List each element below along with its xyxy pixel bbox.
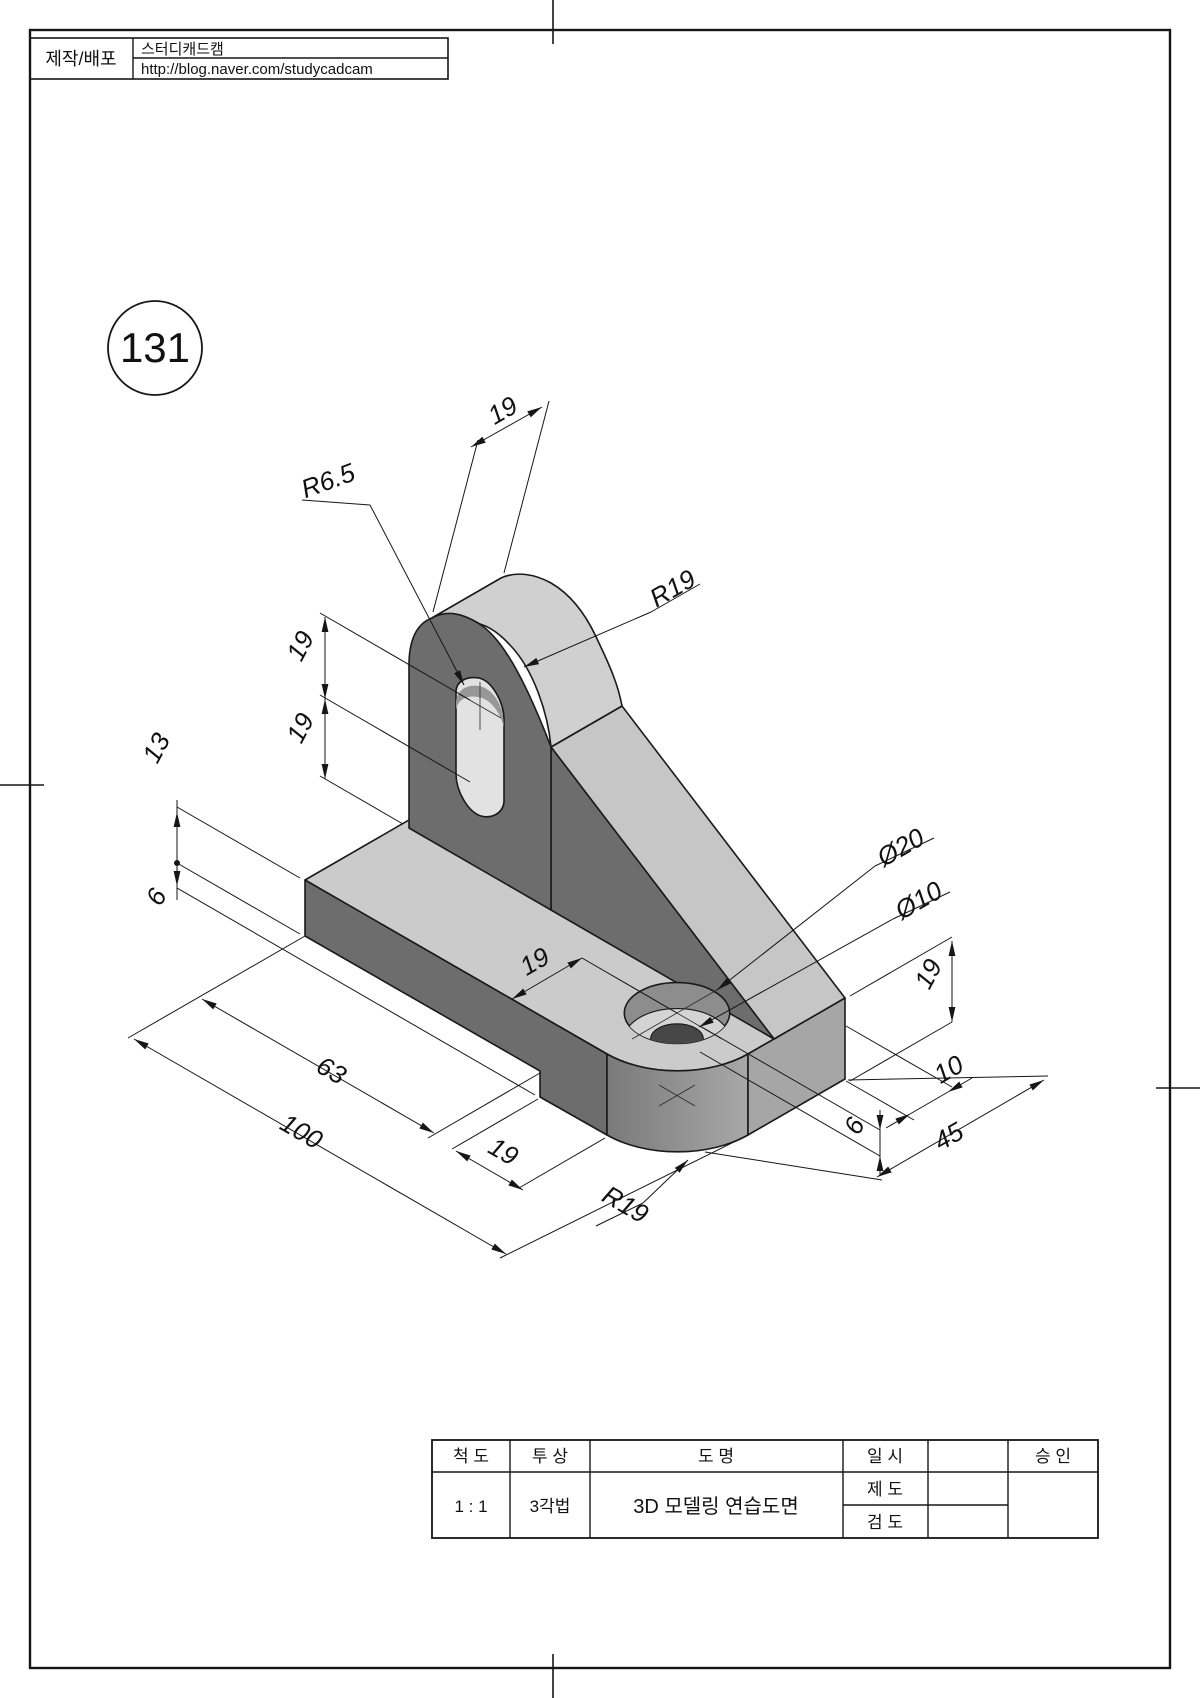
- leader-landing-r19b: [595, 1202, 644, 1227]
- dim-line-45: [876, 1079, 1045, 1178]
- title-block: 척 도 투 상 도 명 일 시 승 인 1 : 1 3각법 3D 모델링 연습도…: [431, 1439, 1099, 1539]
- leader-landing-r19: [650, 583, 701, 613]
- ext-line: [432, 439, 479, 613]
- publisher-label: 제작/배포: [45, 49, 116, 69]
- dim-width-45: 45: [928, 1116, 969, 1157]
- dim-slot-upper: 19: [280, 626, 320, 666]
- ext-line: [176, 862, 301, 935]
- ext-line: [849, 936, 953, 997]
- draft-label: 제 도: [867, 1480, 903, 1499]
- projection-value: 3각법: [530, 1497, 571, 1516]
- leader-landing-r65: [301, 499, 371, 506]
- dim-slot-radius: R6.5: [297, 457, 359, 504]
- leader-lines: [301, 499, 951, 1227]
- dim-base-thickness: 13: [136, 727, 176, 767]
- ext-line: [176, 806, 301, 879]
- ext-line: [499, 1134, 749, 1259]
- dim-end-height: 19: [908, 954, 948, 994]
- ext-line: [503, 400, 550, 574]
- dim-line-10: [909, 1091, 949, 1115]
- dim-length-63: 63: [311, 1050, 352, 1091]
- dim-counterbore-dia: Ø20: [871, 822, 930, 873]
- ext-line: [427, 1072, 541, 1139]
- check-label: 검 도: [867, 1513, 903, 1532]
- scale-label: 척 도: [453, 1447, 489, 1466]
- dim-lug-width: 19: [482, 390, 522, 430]
- ext-line: [845, 1025, 953, 1088]
- dim-hole-dia: Ø10: [889, 875, 948, 926]
- ext-line: [849, 1021, 953, 1082]
- drawing-name: 3D 모델링 연습도면: [633, 1495, 798, 1518]
- leader-r19: [523, 611, 652, 668]
- dim-slot-lower: 19: [280, 708, 320, 748]
- publisher-url: http://blog.naver.com/studycadcam: [141, 61, 373, 78]
- dim-length-100: 100: [275, 1107, 328, 1155]
- dim-line-100: [133, 1038, 507, 1255]
- part-isometric-view: [304, 573, 846, 1153]
- dim-line-lug-width: [470, 406, 543, 448]
- leader-r19b: [642, 1159, 689, 1204]
- ext-line: [518, 1137, 606, 1189]
- name-label: 도 명: [698, 1447, 734, 1466]
- ext-line: [511, 998, 608, 1055]
- projection-label: 투 상: [532, 1447, 568, 1466]
- leader-r65: [369, 504, 465, 686]
- drawing-number-balloon: 131: [107, 300, 203, 396]
- lug-slot-inner-wall: [456, 685, 504, 727]
- ext-line: [127, 935, 306, 1039]
- dim-dot: [174, 860, 180, 866]
- dim-lug-radius: R19: [644, 563, 700, 613]
- ext-line: [319, 612, 471, 701]
- leader-landing-d10: [892, 891, 951, 920]
- dimension-lines: [133, 406, 1045, 1255]
- leader-landing-d20: [874, 837, 935, 867]
- publisher-block: 제작/배포 스터디캐드캠 http://blog.naver.com/study…: [29, 37, 449, 80]
- dim-step-height: 6: [139, 883, 173, 910]
- dim-line-step-19: [455, 1150, 524, 1191]
- ext-line: [319, 694, 471, 783]
- through-hole: [650, 1023, 704, 1044]
- dim-step-19: 19: [483, 1131, 523, 1171]
- ext-line: [699, 1051, 881, 1157]
- date-label: 일 시: [867, 1447, 903, 1466]
- dim-arrow-10a: [885, 1113, 911, 1129]
- ext-line: [319, 775, 404, 825]
- ext-line: [704, 1151, 883, 1181]
- drawing-border: [28, 28, 1172, 1670]
- approval-label: 승 인: [1035, 1447, 1071, 1466]
- drawing-number: 131: [120, 324, 190, 371]
- publisher-studio: 스터디캐드캠: [141, 41, 224, 58]
- ext-line: [581, 957, 678, 1014]
- ext-line: [847, 1075, 1049, 1081]
- leader-d10: [698, 918, 894, 1028]
- leader-d20: [716, 865, 876, 991]
- ext-line: [699, 1025, 881, 1131]
- dim-counterbore-depth: 6: [837, 1112, 871, 1139]
- scale-value: 1 : 1: [454, 1497, 487, 1516]
- dim-line-hole-offset: [511, 957, 583, 1000]
